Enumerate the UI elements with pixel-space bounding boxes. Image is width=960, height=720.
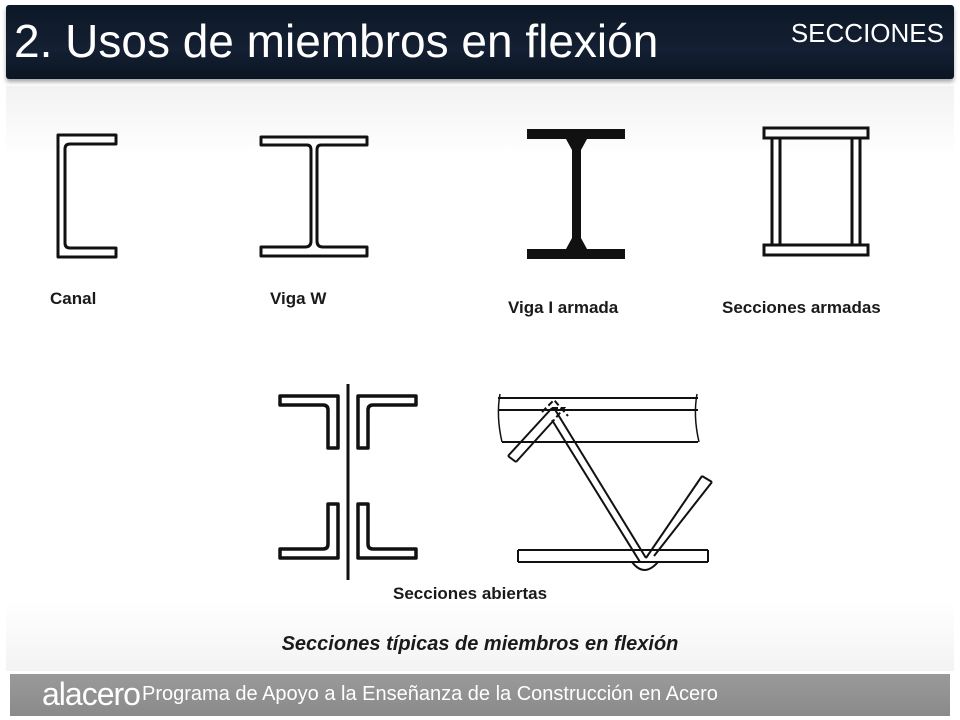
slide-header: 2. Usos de miembros en flexión SECCIONES: [6, 5, 954, 79]
slide-title: 2. Usos de miembros en flexión: [14, 15, 659, 67]
label-canal: Canal: [50, 289, 97, 308]
double-angle-section-drawing: [278, 384, 418, 580]
figure-caption: Secciones típicas de miembros en flexión: [281, 633, 679, 655]
channel-section-drawing: [56, 133, 118, 259]
section-label: SECCIONES: [790, 18, 944, 48]
open-web-joist-drawing: [497, 393, 713, 571]
alacero-logo: alacero: [42, 676, 141, 712]
label-secciones-abiertas: Secciones abiertas: [393, 584, 548, 603]
built-up-i-beam-drawing: [527, 129, 625, 259]
footer-bar: alacero Programa de Apoyo a la Enseñanza…: [10, 674, 950, 716]
label-viga-w: Viga W: [270, 289, 327, 308]
label-viga-i-armada: Viga I armada: [508, 298, 619, 317]
content-area: [6, 86, 954, 671]
label-secciones-armadas: Secciones armadas: [722, 298, 881, 317]
program-name: Programa de Apoyo a la Enseñanza de la C…: [142, 683, 718, 705]
w-beam-drawing: [259, 135, 369, 258]
built-up-box-section-drawing: [762, 126, 870, 257]
